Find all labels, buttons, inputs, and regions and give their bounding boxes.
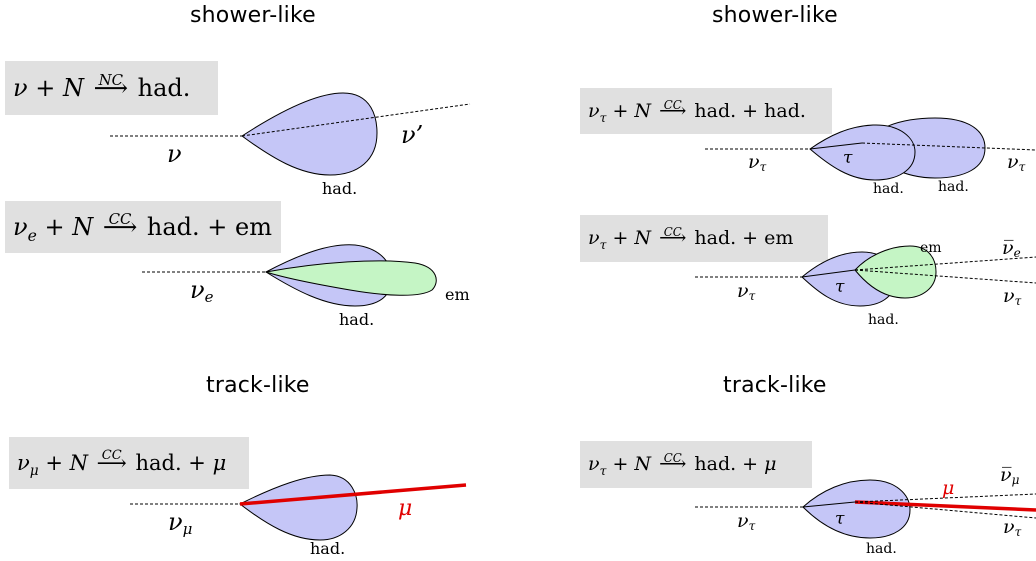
equation-cc-mu: νμ + N CC⟶ had. + μ [9,437,249,489]
label-anti-nu-e: ν̅e [1002,237,1021,260]
arrow-label: CC [663,450,682,465]
label-hadrons-1: had. [873,181,904,197]
label-incoming-nu: ν [167,140,182,168]
tau-track [802,501,856,508]
label-hadrons: had. [310,539,345,558]
equation-lhs: νe + N [13,213,94,245]
label-outgoing-nu-tau: ντ [1003,285,1022,308]
label-incoming-nu-mu: νμ [168,508,192,538]
equation-rhs: had. + em [694,227,794,249]
reaction-arrow: CC⟶ [657,88,688,134]
label-incoming-nu-tau: ντ [748,151,767,174]
arrow-label: CC [101,447,122,463]
label-em: em [920,240,942,256]
outgoing-neutrino-line [854,501,1036,519]
equation-rhs: had. + had. [694,100,806,122]
label-em: em [445,285,470,304]
equation-lhs: νμ + N [17,451,88,480]
arrow-label: NC [98,70,124,89]
reaction-arrow: CC⟶ [95,437,129,489]
equation-rhs: had. + μ [694,453,777,475]
reaction-arrow: CC⟶ [657,441,688,488]
label-tau: τ [835,509,845,529]
heading-track-like-left: track-like [206,373,310,398]
equation-tau-em: ντ + N CC⟶ had. + em [580,215,828,262]
label-muon: μ [398,496,412,521]
reaction-arrow: CC⟶ [101,201,139,253]
tau-track [809,142,863,150]
diagram-tau-had: ντ τ had. had. ντ [705,117,1036,197]
label-hadrons: had. [322,179,357,198]
label-incoming-nu-e: νe [190,276,214,306]
label-muon: μ [942,477,954,499]
equation-lhs: ν + N [13,74,84,102]
diagram-cc-e: νe em had. [142,244,470,329]
equation-rhs: had. + μ [135,451,227,475]
reaction-arrow: CC⟶ [657,215,688,262]
arrow-label: CC [108,209,132,228]
arrow-label: CC [663,224,682,239]
label-hadrons: had. [866,541,897,557]
diagram-cc-mu: νμ μ had. [130,474,467,558]
label-incoming-nu-tau: ντ [737,280,756,303]
heading-track-like-right: track-like [723,373,827,398]
label-outgoing-nu-tau: ντ [1007,151,1026,174]
label-outgoing-nu-tau: ντ [1003,516,1022,539]
equation-lhs: ντ + N [588,453,652,478]
equation-tau-mu: ντ + N CC⟶ had. + μ [580,441,812,488]
hadronic-shower-lobe [239,474,358,541]
muon-track [239,483,467,506]
equation-cc-e: νe + N CC⟶ had. + em [5,201,281,253]
hadronic-shower-lobe [241,92,378,176]
label-hadrons: had. [339,310,374,329]
equation-tau-had: ντ + N CC⟶ had. + had. [580,88,832,134]
heading-shower-like-right: shower-like [712,3,838,28]
em-shower-lobe [265,260,437,296]
equation-nc: ν + N NC⟶ had. [5,61,218,115]
equation-lhs: ντ + N [588,100,652,125]
label-tau: τ [843,148,853,168]
label-hadrons: had. [868,312,899,328]
anti-neutrino-line [854,256,1036,271]
first-hadronic-lobe [809,124,916,181]
label-outgoing-nu: ν’ [401,121,423,149]
label-tau: τ [835,277,845,297]
equation-rhs: had. [137,74,191,102]
diagram-tau-em: ντ τ em ν̅e ντ had. [695,237,1036,328]
em-shower-lobe [854,245,937,299]
equation-rhs: had. + em [146,213,272,241]
equation-lhs: ντ + N [588,227,652,252]
muon-track [854,500,1036,512]
outgoing-neutrino-line [854,269,1036,284]
label-hadrons-2: had. [938,179,969,195]
reaction-arrow: NC⟶ [92,61,130,115]
anti-neutrino-line [854,493,1036,503]
tau-track [801,269,856,278]
hadronic-shower-lobe [802,479,911,539]
arrow-label: CC [663,97,682,112]
heading-shower-like-left: shower-like [190,3,316,28]
outgoing-neutrino-line [241,103,471,137]
label-incoming-nu-tau: ντ [737,510,756,533]
label-anti-nu-mu: ν̅μ [1000,464,1020,487]
outgoing-neutrino-line [861,142,1036,151]
diagram-tau-mu: ντ τ μ ν̅μ ντ had. [695,464,1036,557]
diagram-nc: ν ν’ had. [110,92,471,198]
